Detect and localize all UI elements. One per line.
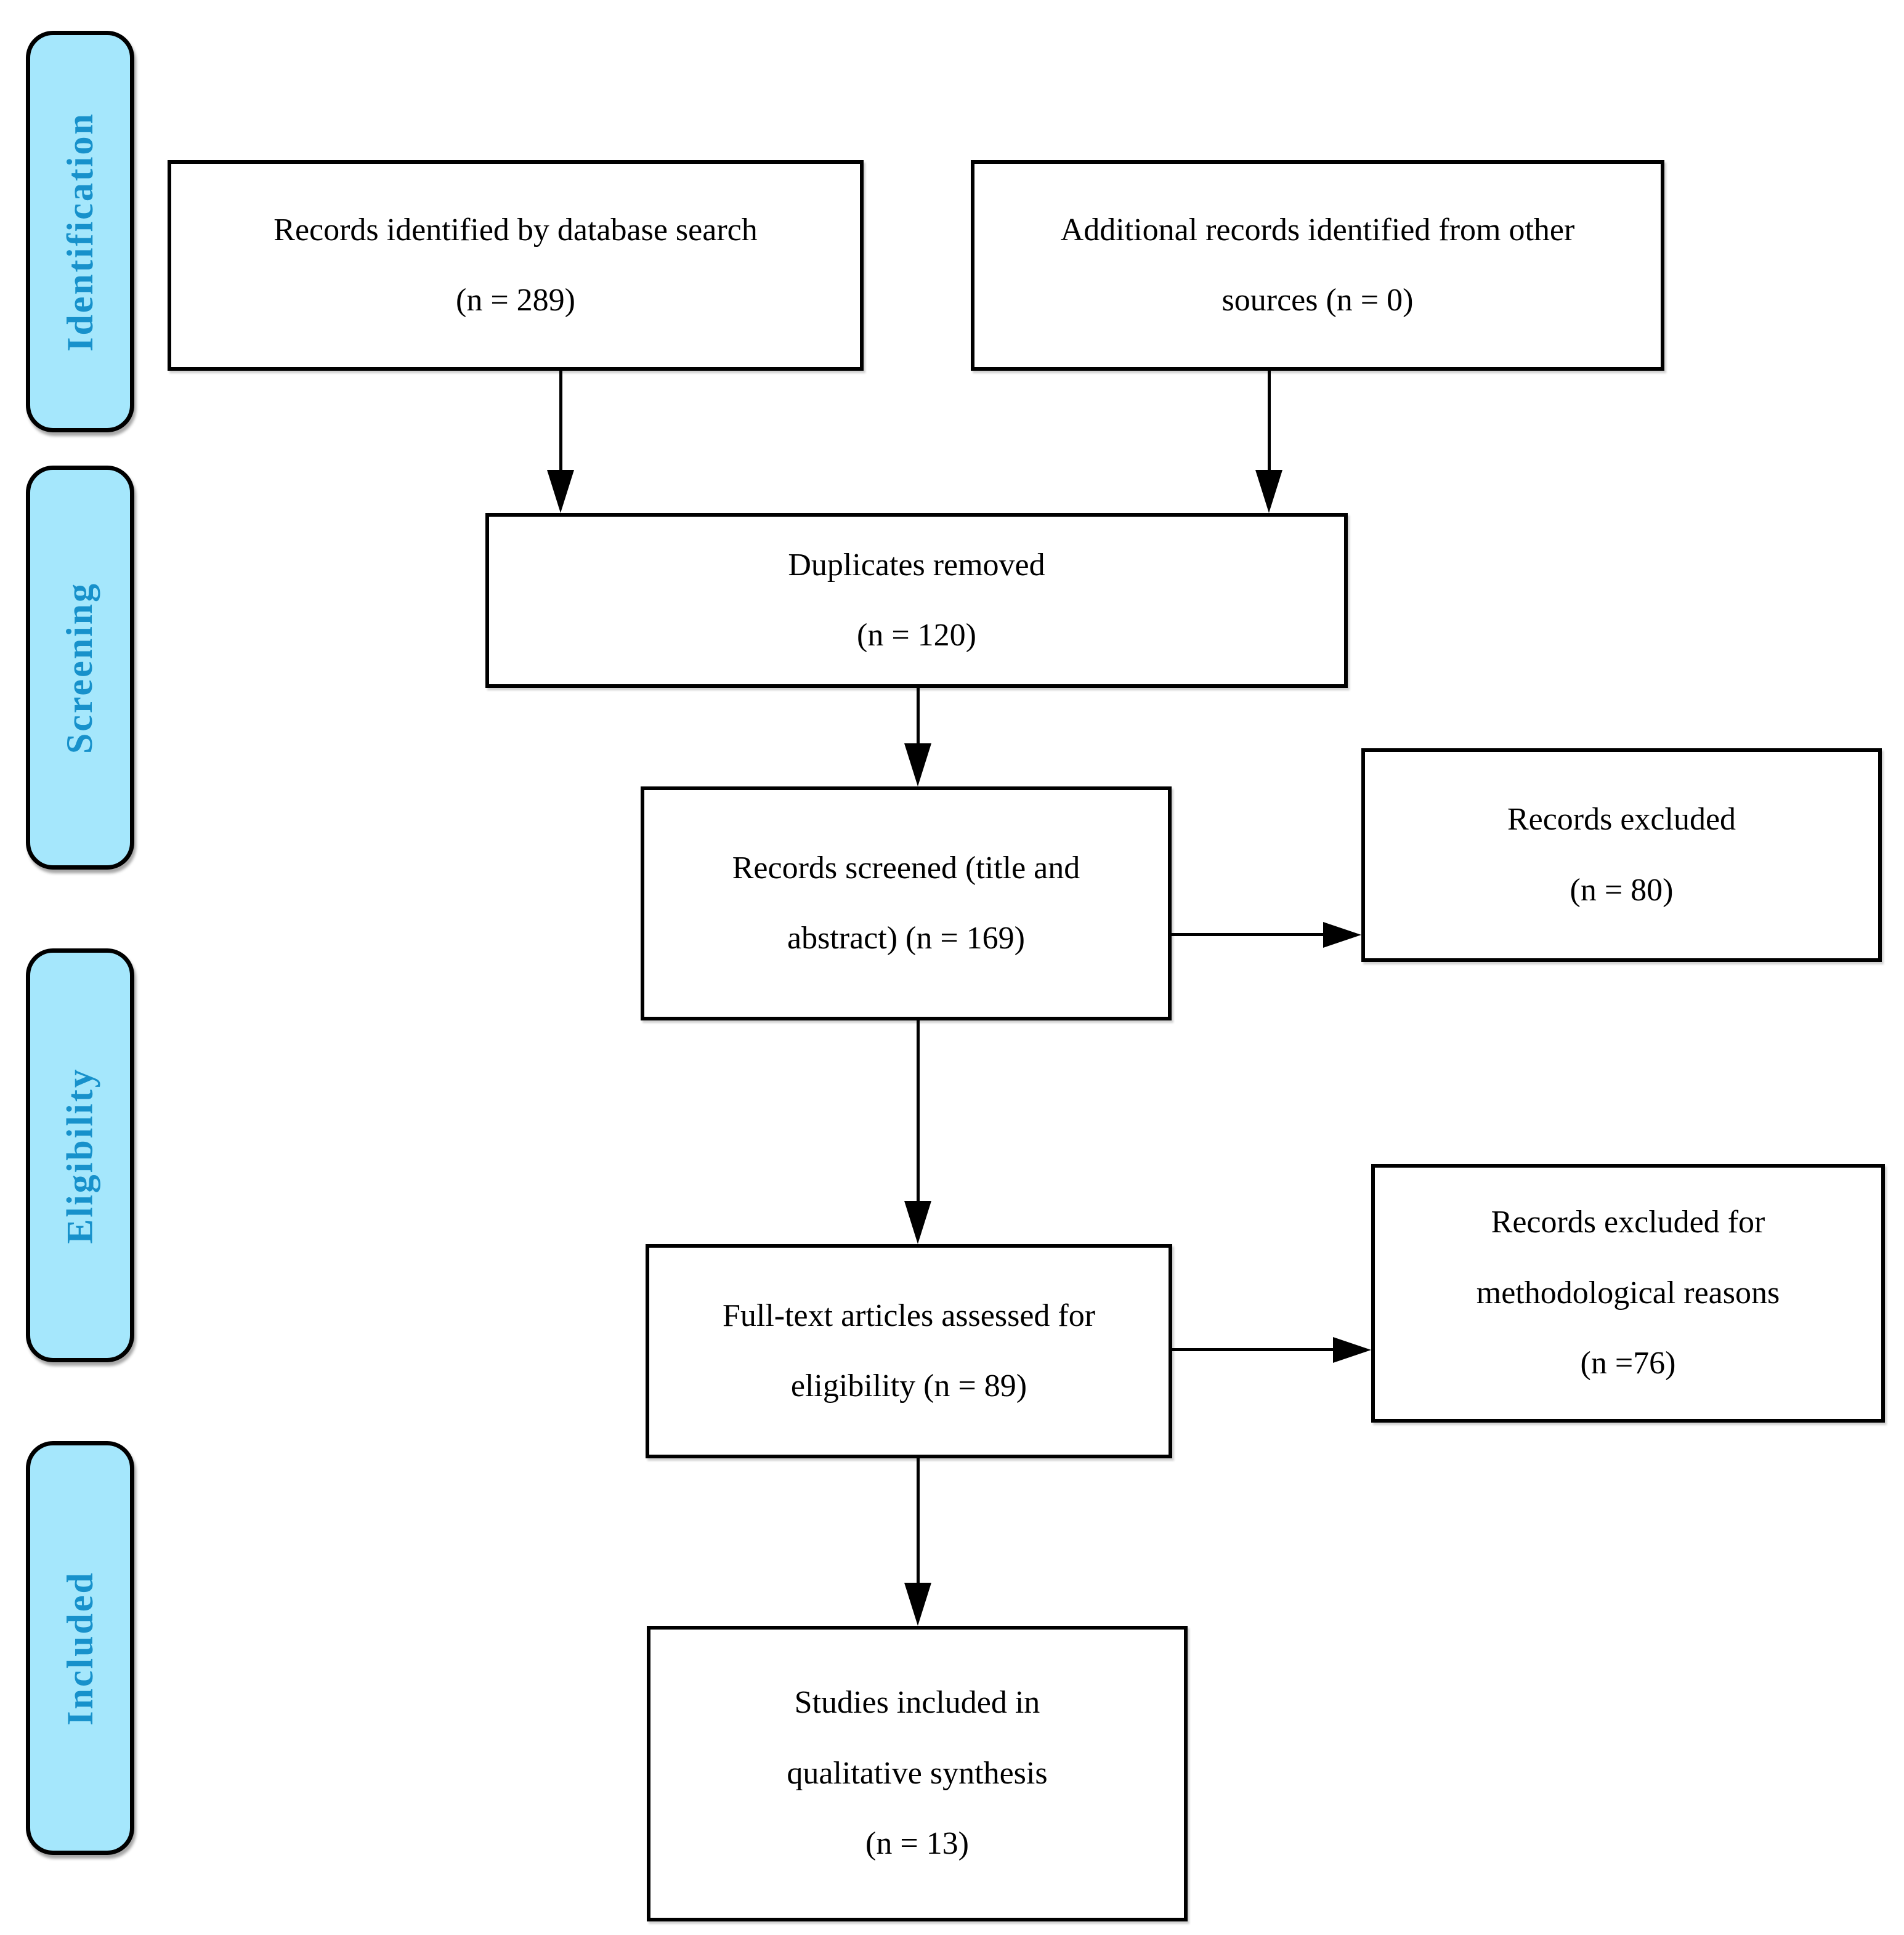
node-line: Duplicates removed — [788, 547, 1045, 583]
stage-eligibility: Eligibility — [26, 948, 134, 1362]
stage-identification: Identification — [26, 31, 134, 432]
node-line: Records excluded for — [1491, 1205, 1765, 1240]
arrow-screened-to-fulltext-head — [904, 1201, 931, 1244]
arrow-fulltext-to-included-head — [904, 1583, 931, 1626]
arrow-screened-to-fulltext-line — [917, 1020, 920, 1202]
stage-eligibility-label: Eligibility — [59, 1067, 100, 1244]
node-records-screened: Records screened (title and abstract) (n… — [641, 786, 1172, 1020]
node-line: methodological reasons — [1476, 1275, 1780, 1311]
node-fulltext-assessed: Full-text articles assessed for eligibil… — [646, 1244, 1172, 1458]
arrow-fulltext-to-methodological-line — [1172, 1348, 1334, 1351]
arrow-screened-to-excluded-line — [1172, 933, 1326, 936]
node-count: abstract) (n = 169) — [787, 921, 1025, 956]
arrow-additional-to-duplicates-line — [1268, 371, 1271, 471]
arrow-additional-to-duplicates-head — [1255, 470, 1282, 513]
node-count: (n = 80) — [1570, 872, 1674, 908]
node-records-excluded: Records excluded (n = 80) — [1361, 748, 1882, 962]
node-line: Records excluded — [1507, 802, 1736, 838]
node-count: (n =76) — [1580, 1346, 1676, 1381]
node-count: (n = 120) — [857, 618, 976, 653]
node-line: Records screened (title and — [732, 850, 1080, 886]
arrow-identified-to-duplicates-head — [547, 470, 574, 513]
arrow-identified-to-duplicates-line — [559, 371, 562, 471]
node-count: (n = 289) — [456, 283, 575, 318]
node-line: Additional records identified from other — [1060, 212, 1575, 248]
node-records-excluded-methodological: Records excluded for methodological reas… — [1371, 1164, 1885, 1423]
arrow-duplicates-to-screened-head — [904, 743, 931, 786]
node-additional-records: Additional records identified from other… — [971, 160, 1664, 371]
arrow-screened-to-excluded-head — [1323, 922, 1361, 948]
stage-included-label: Included — [59, 1570, 100, 1726]
arrow-duplicates-to-screened-line — [917, 688, 920, 745]
node-studies-included: Studies included in qualitative synthesi… — [647, 1626, 1188, 1921]
stage-screening: Screening — [26, 466, 134, 870]
node-count: eligibility (n = 89) — [790, 1368, 1027, 1404]
node-line: Full-text articles assessed for — [722, 1298, 1096, 1333]
node-line: Studies included in — [794, 1685, 1040, 1721]
node-records-identified: Records identified by database search (n… — [168, 160, 864, 371]
stage-identification-label: Identification — [59, 111, 100, 352]
stage-included: Included — [26, 1441, 134, 1855]
stage-screening-label: Screening — [59, 581, 100, 754]
node-line: Records identified by database search — [273, 212, 758, 248]
arrow-fulltext-to-included-line — [917, 1458, 920, 1584]
arrow-fulltext-to-methodological-head — [1333, 1337, 1371, 1363]
node-line: qualitative synthesis — [787, 1755, 1048, 1791]
node-duplicates-removed: Duplicates removed (n = 120) — [485, 513, 1348, 688]
node-count: sources (n = 0) — [1221, 283, 1414, 318]
node-count: (n = 13) — [865, 1826, 969, 1862]
